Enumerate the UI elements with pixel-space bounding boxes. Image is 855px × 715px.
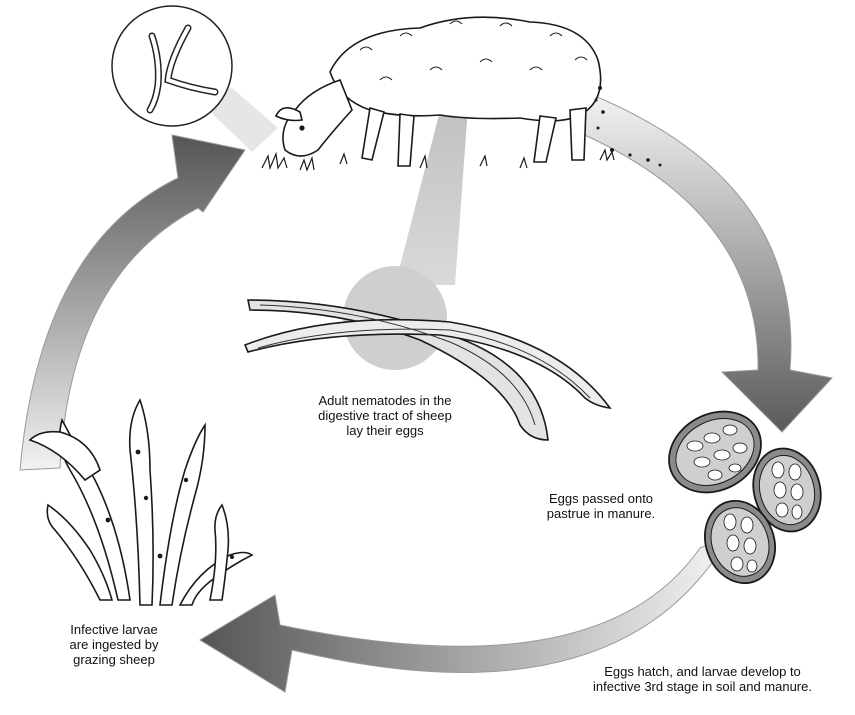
grass-larvae-icon — [30, 400, 252, 605]
caption-line: grazing sheep — [34, 652, 194, 667]
caption-line: Eggs passed onto — [526, 491, 676, 506]
caption-line: infective 3rd stage in soil and manure. — [560, 679, 845, 694]
caption-line: pastrue in manure. — [526, 506, 676, 521]
caption-line: Infective larvae — [34, 622, 194, 637]
larva-magnifier-icon — [112, 6, 278, 152]
cycle-arrow-right — [578, 92, 832, 432]
caption-line: lay their eggs — [290, 423, 480, 438]
caption-eggs-hatch: Eggs hatch, and larvae develop to infect… — [560, 664, 845, 694]
caption-line: digestive tract of sheep — [290, 408, 480, 423]
caption-line: Adult nematodes in the — [290, 393, 480, 408]
caption-line: Eggs hatch, and larvae develop to — [560, 664, 845, 679]
caption-eggs-passed: Eggs passed onto pastrue in manure. — [526, 491, 676, 521]
caption-line: are ingested by — [34, 637, 194, 652]
caption-infective-larvae: Infective larvae are ingested by grazing… — [34, 622, 194, 667]
caption-adult-nematodes: Adult nematodes in the digestive tract o… — [290, 393, 480, 438]
